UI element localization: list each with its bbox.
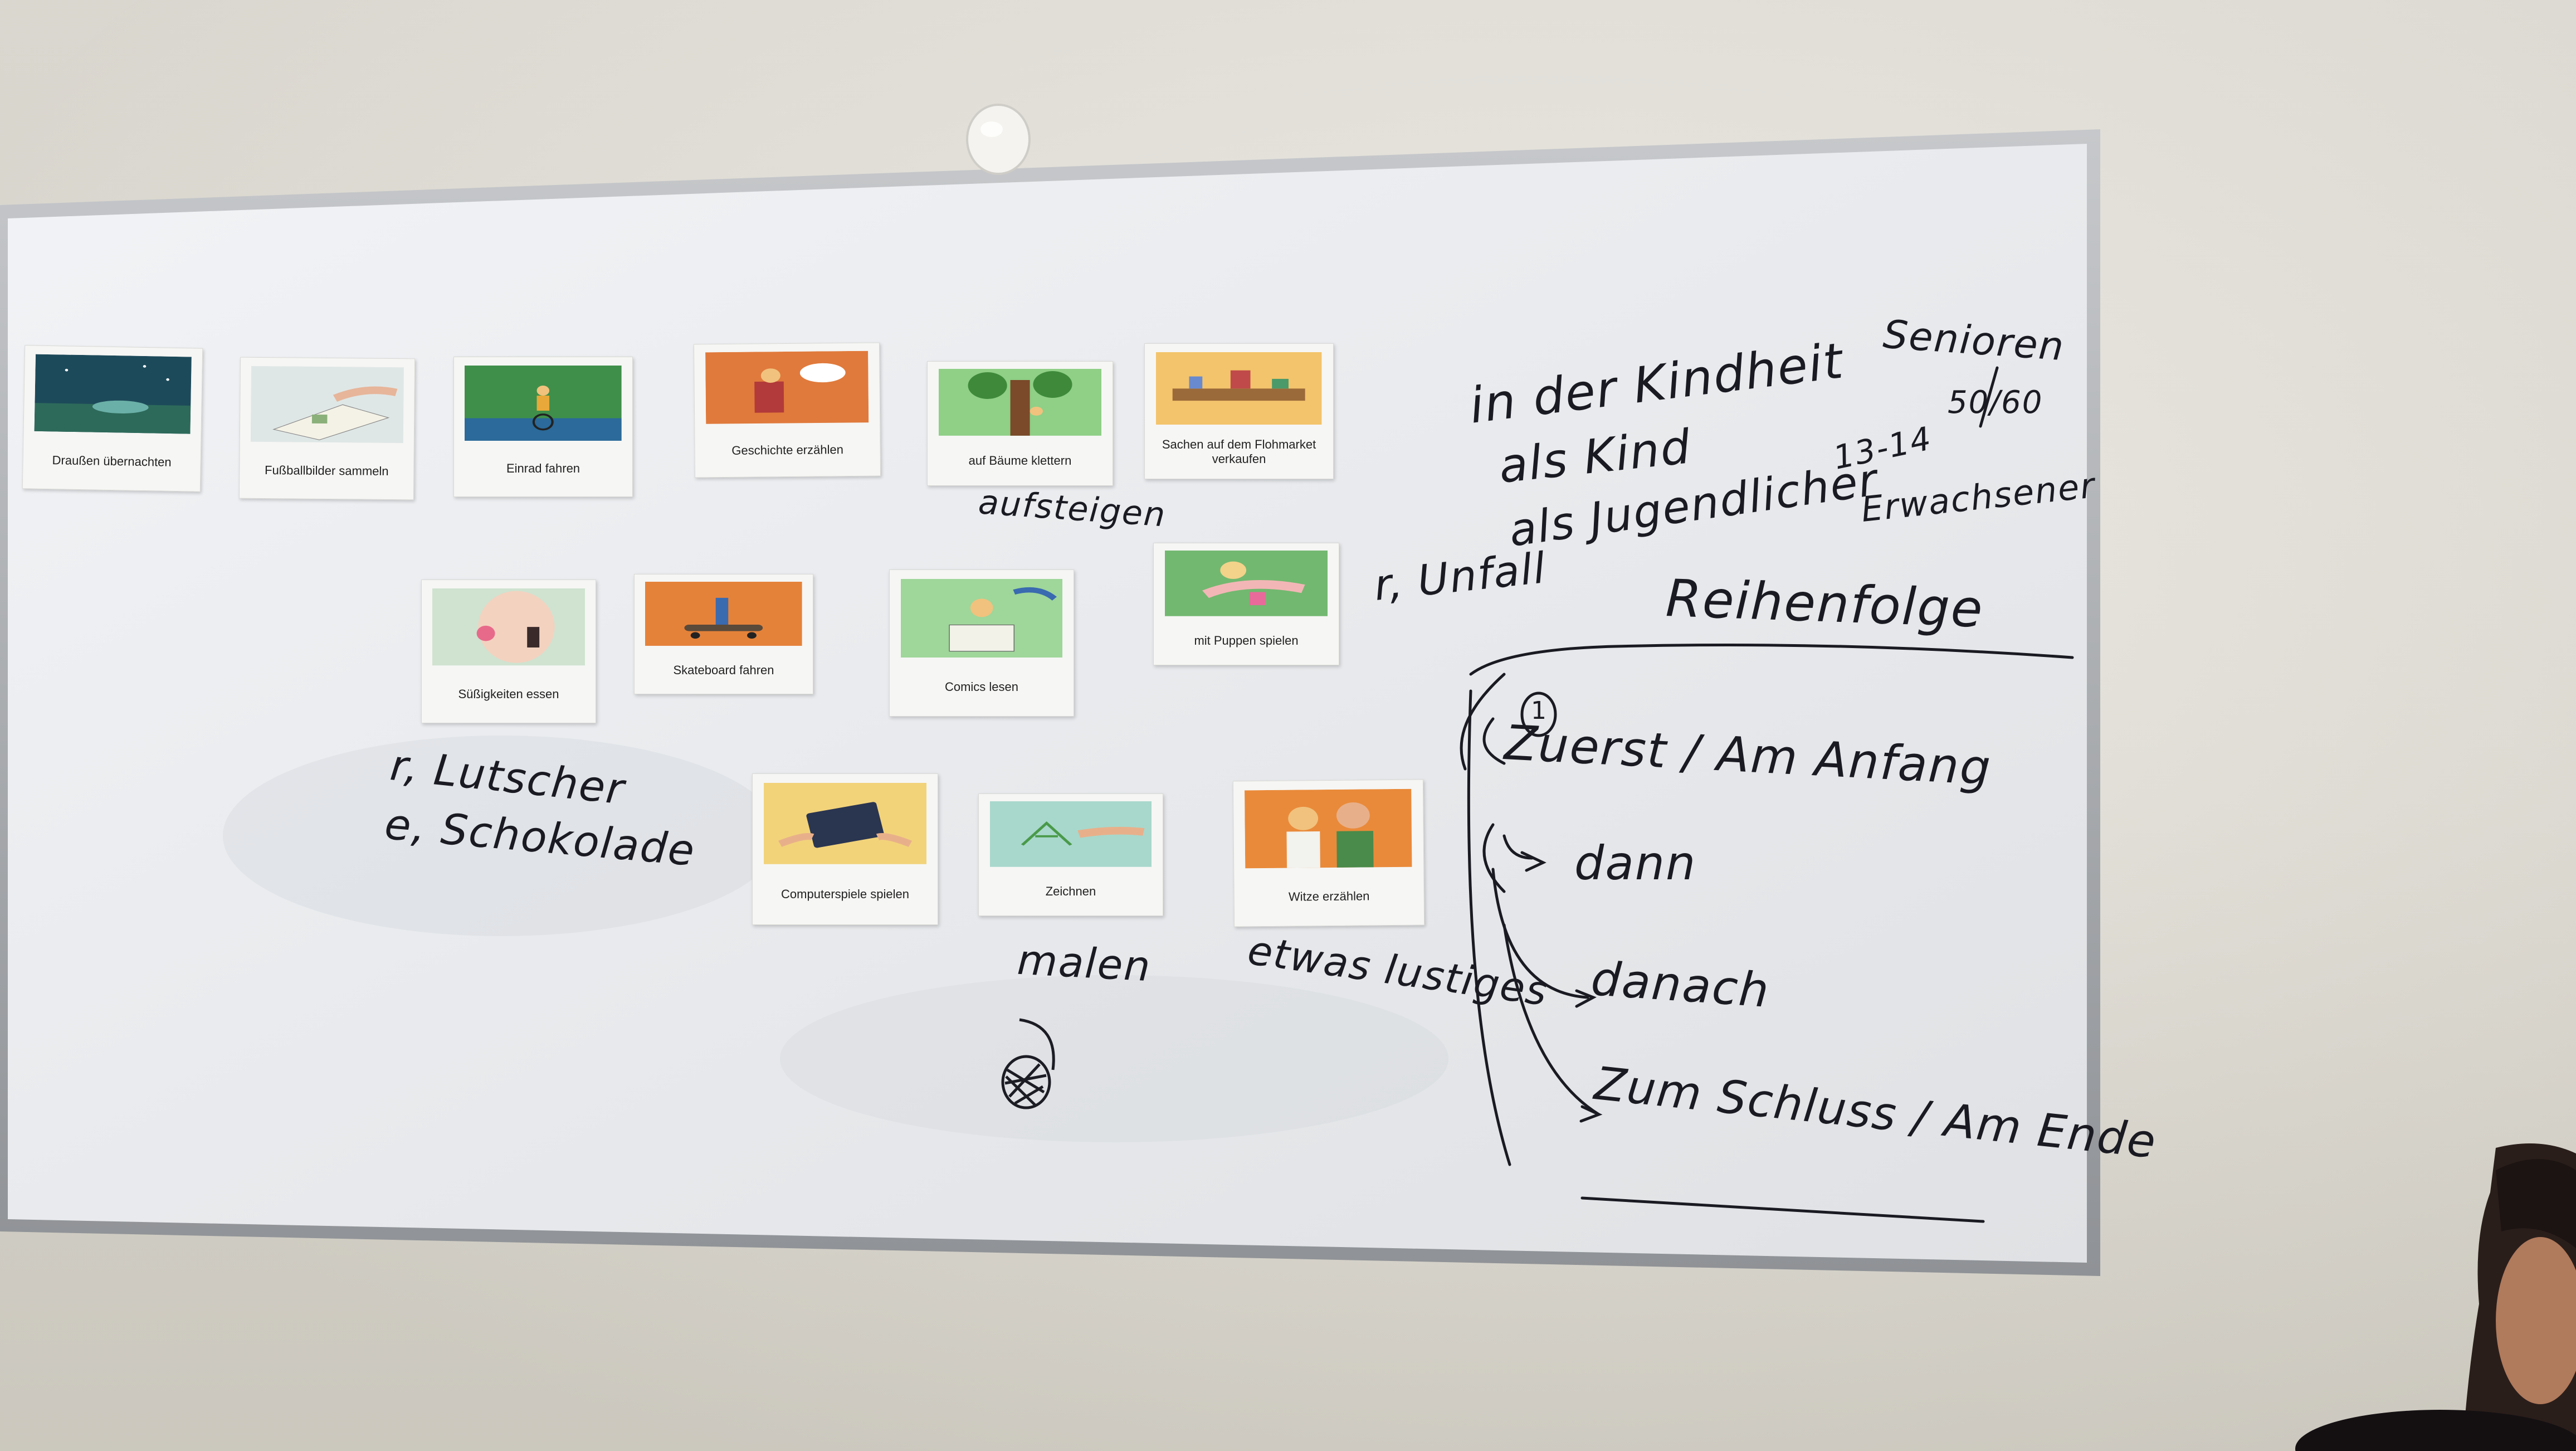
card-caption: Witze erzählen bbox=[1288, 889, 1370, 904]
marker-lines bbox=[1460, 366, 2074, 1223]
drawing-illustration bbox=[989, 801, 1152, 867]
card-witze-erzaehlen: Witze erzählen bbox=[1232, 779, 1425, 927]
note-senioren-age: 50/60 bbox=[1948, 384, 2043, 421]
card-draussen-uebernachten: Draußen übernachten bbox=[22, 345, 203, 492]
unicycle-illustration bbox=[465, 366, 622, 441]
card-caption: Fußballbilder sammeln bbox=[264, 462, 389, 478]
card-baeume-klettern: auf Bäume klettern bbox=[927, 361, 1113, 486]
tree-climbing-illustration bbox=[938, 369, 1102, 436]
flea-market-illustration bbox=[1156, 352, 1322, 425]
dolls-illustration bbox=[1164, 551, 1328, 616]
card-skateboard: Skateboard fahren bbox=[634, 574, 813, 694]
card-caption: auf Bäume klettern bbox=[968, 453, 1072, 468]
note-malen: malen bbox=[1016, 936, 1153, 991]
card-comics-lesen: Comics lesen bbox=[889, 569, 1074, 717]
card-fussballbilder: Fußballbilder sammeln bbox=[238, 357, 416, 500]
person-silhouette bbox=[2295, 1143, 2576, 1451]
storytelling-illustration bbox=[705, 350, 869, 425]
card-flohmarkt: Sachen auf dem Flohmarket verkaufen bbox=[1144, 343, 1334, 479]
tablet-illustration bbox=[763, 783, 927, 864]
card-einrad-fahren: Einrad fahren bbox=[453, 357, 633, 497]
card-caption: mit Puppen spielen bbox=[1194, 633, 1299, 647]
card-caption: Zeichnen bbox=[1045, 884, 1096, 898]
card-caption: Draußen übernachten bbox=[52, 453, 172, 469]
card-zeichnen: Zeichnen bbox=[978, 793, 1163, 916]
card-geschichte-erzaehlen: Geschichte erzählen bbox=[693, 342, 881, 478]
card-puppen-spielen: mit Puppen spielen bbox=[1153, 543, 1339, 665]
card-caption: Geschichte erzählen bbox=[731, 442, 844, 457]
card-computerspiele: Computerspiele spielen bbox=[752, 773, 938, 925]
heading-reihenfolge: Reihenfolge bbox=[1665, 568, 1985, 639]
card-caption: Süßigkeiten essen bbox=[458, 687, 559, 702]
skateboard-illustration bbox=[645, 581, 802, 646]
jokes-illustration bbox=[1245, 788, 1412, 869]
card-suessigkeiten: Süßigkeiten essen bbox=[421, 580, 596, 723]
comics-illustration bbox=[900, 578, 1063, 658]
card-caption: Skateboard fahren bbox=[673, 663, 774, 677]
stickers-illustration bbox=[250, 366, 404, 444]
card-caption: Einrad fahren bbox=[506, 461, 580, 476]
card-caption: Sachen auf dem Flohmarket verkaufen bbox=[1162, 437, 1316, 466]
door-stopper bbox=[966, 104, 1031, 175]
card-caption: Comics lesen bbox=[944, 679, 1019, 694]
card-caption: Computerspiele spielen bbox=[781, 887, 909, 902]
sweets-illustration bbox=[432, 588, 586, 666]
scribble-mark bbox=[1001, 1018, 1055, 1109]
sequence-dann: dann bbox=[1574, 836, 1697, 890]
note-number-one: 1 bbox=[1531, 697, 1548, 725]
night-sky-illustration bbox=[34, 354, 192, 435]
